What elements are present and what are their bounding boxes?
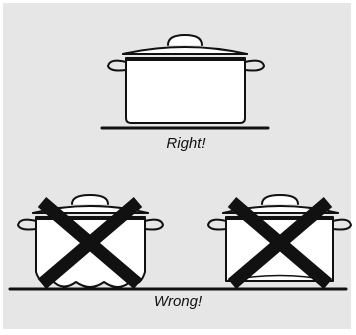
- caption-wrong: Wrong!: [118, 293, 238, 310]
- caption-right: Right!: [126, 135, 246, 152]
- pot-correct-icon: [108, 35, 264, 123]
